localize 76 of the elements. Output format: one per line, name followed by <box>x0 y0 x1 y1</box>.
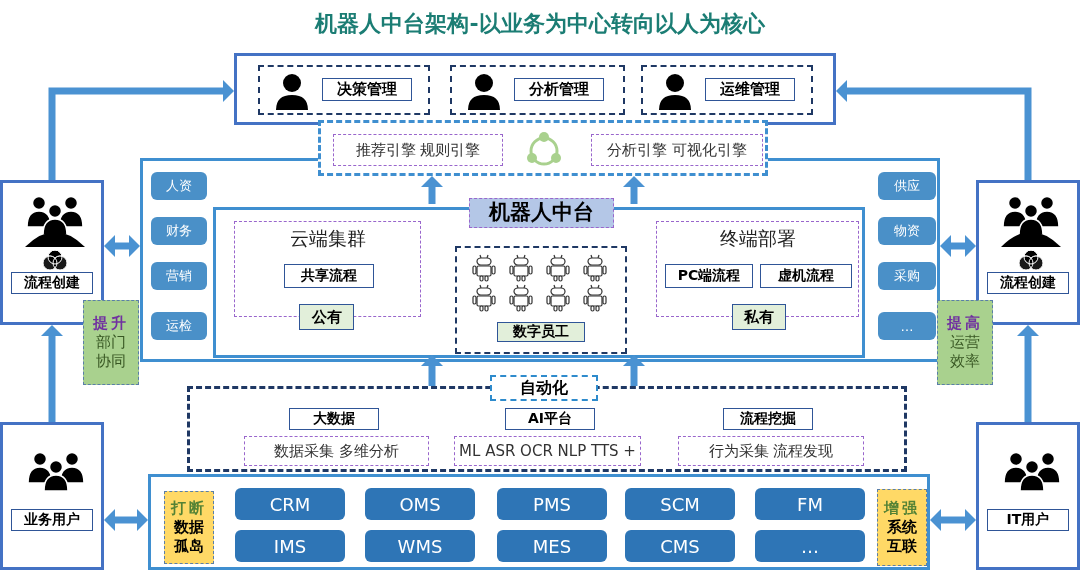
note-heading: 打断 <box>169 499 208 518</box>
double-arrow <box>104 235 140 257</box>
user-panel <box>0 422 104 570</box>
note-text: 数据孤岛 <box>173 518 205 556</box>
module-label: AI平台 <box>505 408 595 430</box>
arrow <box>1017 325 1039 422</box>
double-arrow <box>940 235 976 257</box>
department-tag: 运检 <box>151 312 207 340</box>
engine-list: ML ASR OCR NLP TTS + <box>454 436 641 466</box>
engine-list: 行为采集 流程发现 <box>678 436 864 466</box>
role-label: 决策管理 <box>322 78 412 101</box>
system-tile: CRM <box>235 488 345 520</box>
module-label: 流程挖掘 <box>723 408 813 430</box>
diagram-title: 机器人中台架构-以业务为中心转向以人为核心 <box>313 10 766 38</box>
scope-tag: 公有 <box>299 304 354 330</box>
user-label: IT用户 <box>987 509 1069 531</box>
double-arrow <box>104 509 148 531</box>
role-label: 分析管理 <box>514 78 604 101</box>
module-label: PC端流程 <box>665 264 753 288</box>
department-tag: … <box>878 312 936 340</box>
arrow <box>421 355 443 386</box>
arrow <box>623 355 645 386</box>
section-title: 机器人中台 <box>469 198 614 228</box>
department-tag: 采购 <box>878 262 936 290</box>
scope-tag: 私有 <box>732 304 786 330</box>
user-label: 流程创建 <box>987 272 1069 294</box>
department-tag: 营销 <box>151 262 207 290</box>
department-tag: 财务 <box>151 217 207 245</box>
note-text: 运营效率 <box>949 333 981 371</box>
system-tile: OMS <box>365 488 475 520</box>
benefit-note <box>164 491 214 564</box>
department-tag: 人资 <box>151 172 207 200</box>
arrow <box>41 325 63 422</box>
system-tile: WMS <box>365 530 475 562</box>
note-text: 部门协同 <box>95 333 127 371</box>
worker-label: 数字员工 <box>497 322 585 342</box>
module-label: 大数据 <box>289 408 379 430</box>
system-tile: FM <box>755 488 865 520</box>
engine-list: 分析引擎 可视化引擎 <box>591 134 763 166</box>
user-label: 流程创建 <box>11 272 93 294</box>
engine-band <box>318 120 768 176</box>
role-panel <box>450 65 625 115</box>
note-heading: 提升 <box>92 314 130 333</box>
section-title: 自动化 <box>490 375 598 401</box>
double-arrow <box>930 509 976 531</box>
group-title: 终端部署 <box>718 226 797 251</box>
engine-list: 数据采集 多维分析 <box>244 436 429 466</box>
note-text: 系统互联 <box>886 518 918 556</box>
benefit-note <box>877 489 927 566</box>
arrow <box>836 80 1032 180</box>
content-frame <box>140 158 940 362</box>
department-tag: 供应 <box>878 172 936 200</box>
content-frame <box>148 474 930 570</box>
engine-list: 推荐引擎 规则引擎 <box>333 134 503 166</box>
system-tile: PMS <box>497 488 607 520</box>
digital-worker-panel <box>455 246 627 354</box>
department-tag: 物资 <box>878 217 936 245</box>
content-frame <box>234 53 836 125</box>
benefit-note <box>937 300 993 385</box>
role-label: 运维管理 <box>705 78 795 101</box>
system-tile: MES <box>497 530 607 562</box>
role-panel <box>258 65 430 115</box>
role-panel <box>641 65 813 115</box>
system-tile: … <box>755 530 865 562</box>
arrow <box>48 80 234 180</box>
note-heading: 提高 <box>946 314 984 333</box>
note-heading: 增强 <box>882 499 921 518</box>
system-tile: IMS <box>235 530 345 562</box>
system-tile: CMS <box>625 530 735 562</box>
benefit-note <box>83 300 139 385</box>
module-label: 共享流程 <box>284 264 374 288</box>
module-label: 虚机流程 <box>760 264 852 288</box>
system-tile: SCM <box>625 488 735 520</box>
user-panel <box>976 422 1080 570</box>
user-label: 业务用户 <box>11 509 93 531</box>
group-title: 云端集群 <box>288 226 367 251</box>
